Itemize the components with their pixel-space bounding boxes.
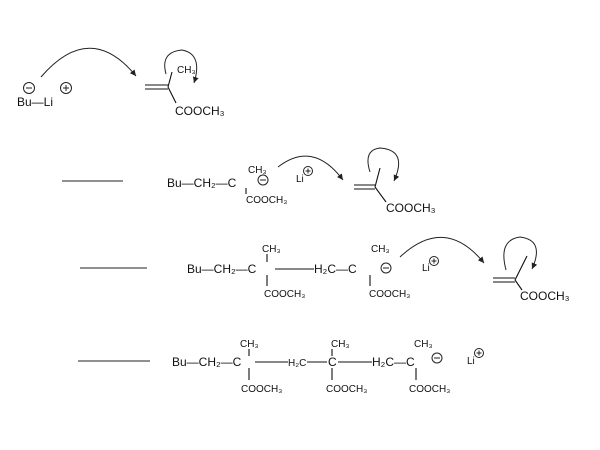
positive-charge-icon (303, 166, 313, 176)
butyl-lithium: Bu—Li (17, 95, 53, 109)
negative-charge-icon (431, 352, 443, 364)
negative-charge-icon (380, 262, 392, 274)
chain-mid: H₂C—C (314, 262, 357, 276)
lithium-label: Li (422, 263, 430, 274)
chain-start: Bu—CH₂—C (187, 262, 257, 276)
methyl-label: CH₃ (262, 244, 281, 255)
step-2: Bu—CH₂—C CH₃ COOCH₃ Li COOCH₃ (62, 147, 436, 215)
ester-label: COOCH₃ (246, 195, 287, 206)
ester-label: COOCH₃ (175, 104, 225, 118)
step-1: Bu—Li CH₃ COOCH₃ (17, 47, 225, 118)
h2c-label: H₂C—C (372, 355, 415, 369)
ester-label: COOCH₃ (520, 289, 570, 303)
step-4: Bu—CH₂—C CH₃ COOCH₃ H₂C C CH₃ COOCH₃ H₂C… (78, 339, 484, 395)
curved-arrow (503, 236, 538, 271)
carbon-label: C (328, 355, 337, 369)
methyl-label: CH₃ (414, 339, 433, 350)
chain-start: Bu—CH₂—C (172, 355, 242, 369)
negative-charge-icon (257, 174, 269, 186)
h2c-label: H₂C (288, 358, 306, 369)
ester-label: COOCH₃ (369, 289, 410, 300)
negative-charge-icon (23, 82, 35, 94)
electron-arrow (399, 236, 485, 264)
ester-label: COOCH₃ (241, 384, 282, 395)
step-3: Bu—CH₂—C CH₃ COOCH₃ H₂C—C CH₃ COOCH₃ Li … (80, 236, 570, 303)
electron-arrow (277, 155, 344, 181)
curved-arrow (367, 147, 400, 182)
methyl-label: CH₃ (240, 339, 259, 350)
methyl-label: CH₃ (371, 244, 390, 255)
methyl-label: CH₃ (177, 65, 196, 76)
methyl-label: CH₃ (248, 165, 267, 176)
positive-charge-icon (474, 348, 484, 358)
positive-charge-icon (60, 82, 72, 94)
lithium-label: Li (296, 174, 304, 185)
ester-label: COOCH₃ (386, 201, 436, 215)
ester-label: COOCH₃ (326, 384, 367, 395)
ester-label: COOCH₃ (409, 384, 450, 395)
methyl-label: CH₃ (331, 339, 350, 350)
curved-arrow (164, 49, 199, 84)
positive-charge-icon (429, 256, 439, 266)
electron-arrow (40, 47, 137, 78)
chain: Bu—CH₂—C (167, 176, 237, 190)
lithium-label: Li (467, 356, 475, 367)
ester-label: COOCH₃ (264, 289, 305, 300)
